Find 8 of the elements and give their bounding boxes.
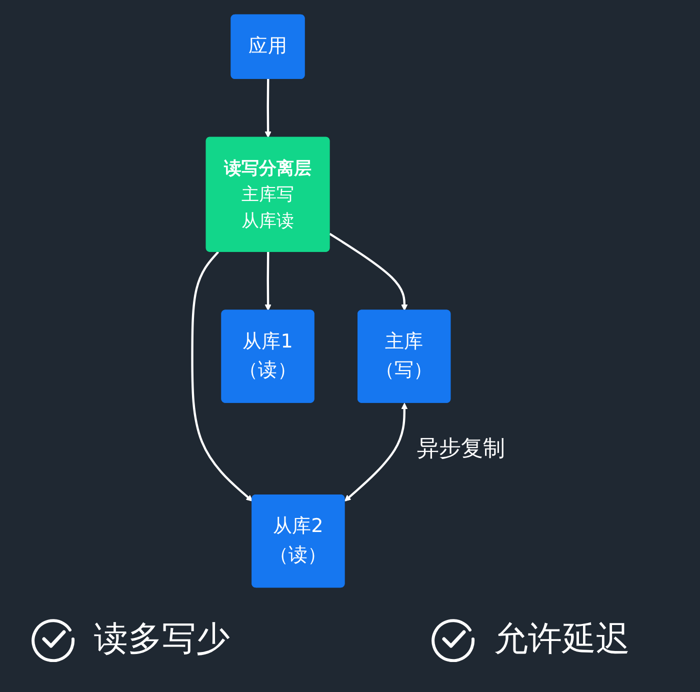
edge-label: 异步复制: [416, 435, 505, 462]
note-text: 读多写少: [94, 618, 230, 661]
arrow: [344, 402, 408, 502]
arrow: [329, 232, 408, 311]
arrow: [264, 252, 272, 311]
arrow: [191, 251, 253, 502]
arrow: [264, 78, 272, 138]
note-text: 允许延迟: [494, 618, 630, 661]
